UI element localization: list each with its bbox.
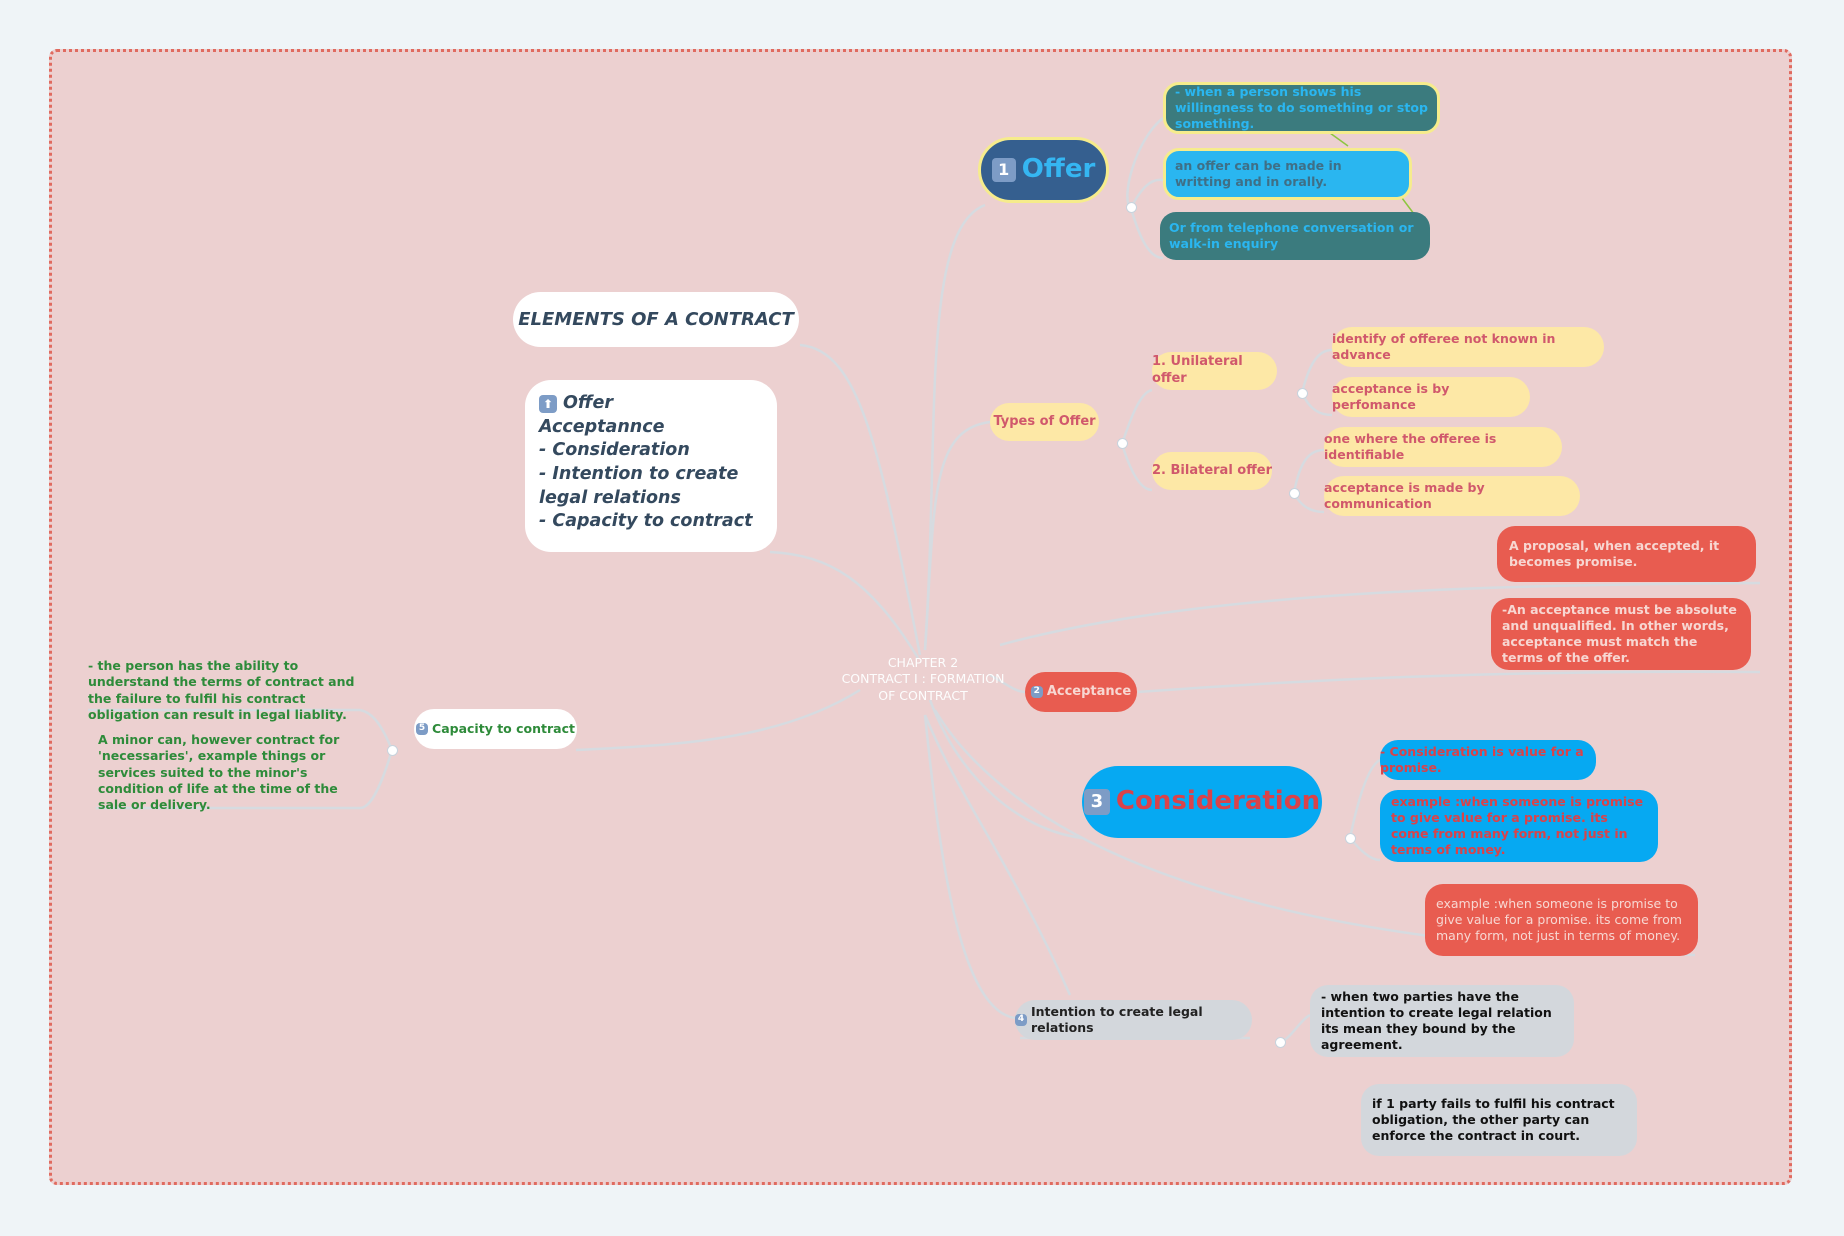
capacity-title: Capacity to contract — [432, 720, 575, 736]
unilateral-offer-topic[interactable]: 1. Unilateral offer — [1152, 352, 1277, 390]
bilateral-offer-title: 2. Bilateral offer — [1152, 462, 1272, 478]
unilateral-collapse-handle[interactable] — [1297, 388, 1308, 399]
elements-heading[interactable]: ELEMENTS OF A CONTRACT — [513, 292, 799, 347]
bilateral-point-1[interactable]: one where the offeree is identifiable — [1324, 427, 1562, 467]
elements-list[interactable]: ⬆ Offer Acceptannce - Consideration - In… — [525, 380, 777, 552]
consideration-detail-1-text: - Consideration is value for a promise. — [1380, 743, 1584, 775]
unilateral-offer-title: 1. Unilateral offer — [1152, 354, 1243, 386]
bilateral-offer-topic[interactable]: 2. Bilateral offer — [1152, 452, 1272, 490]
acceptance-detail-1[interactable]: A proposal, when accepted, it becomes pr… — [1497, 526, 1756, 582]
bilateral-point-2[interactable]: acceptance is made by communication — [1324, 476, 1580, 516]
offer-topic[interactable]: 1 Offer — [978, 137, 1109, 203]
acceptance-detail-1-text: A proposal, when accepted, it becomes pr… — [1509, 537, 1720, 569]
offer-detail-3[interactable]: Or from telephone conversation or walk-i… — [1160, 212, 1430, 260]
number-four-badge-icon: 4 — [1015, 1014, 1027, 1026]
number-two-badge-icon: 2 — [1030, 686, 1043, 698]
consideration-detail-1[interactable]: - Consideration is value for a promise. — [1380, 740, 1596, 780]
intention-detail-1-text: - when two parties have the intention to… — [1321, 988, 1552, 1053]
unilateral-point-2-text: acceptance is by perfomance — [1332, 380, 1450, 412]
types-of-offer-title: Types of Offer — [993, 413, 1096, 429]
bilateral-collapse-handle[interactable] — [1289, 488, 1300, 499]
offer-detail-3-text: Or from telephone conversation or walk-i… — [1169, 219, 1414, 251]
capacity-detail-2[interactable]: A minor can, however contract for 'neces… — [98, 732, 340, 812]
acceptance-title: Acceptance — [1046, 683, 1132, 699]
types-of-offer-topic[interactable]: Types of Offer — [990, 403, 1099, 441]
unilateral-point-2[interactable]: acceptance is by perfomance — [1332, 377, 1530, 417]
acceptance-detail-2-text: -An acceptance must be absolute and unqu… — [1502, 601, 1737, 666]
elements-list-line-3: - Consideration — [539, 440, 690, 461]
bilateral-point-2-text: acceptance is made by communication — [1324, 479, 1485, 511]
intention-detail-1[interactable]: - when two parties have the intention to… — [1310, 985, 1574, 1057]
types-collapse-handle[interactable] — [1117, 438, 1128, 449]
elements-list-line-2: Acceptannce — [539, 416, 665, 437]
offer-collapse-handle[interactable] — [1126, 202, 1137, 213]
elements-list-line-5: - Capacity to contract — [539, 511, 753, 532]
consideration-detail-2-text: example :when someone is promise to give… — [1391, 793, 1644, 858]
number-five-badge-icon: 5 — [416, 723, 429, 735]
consideration-topic[interactable]: 3 Consideration — [1082, 766, 1322, 838]
intention-detail-2-text: if 1 party fails to fulfil his contract … — [1372, 1095, 1615, 1144]
number-three-badge-icon: 3 — [1083, 789, 1110, 815]
offer-detail-1-text: - when a person shows his willingness to… — [1175, 83, 1428, 132]
capacity-collapse-handle[interactable] — [387, 745, 398, 756]
intention-title: Intention to create legal relations — [1031, 1003, 1203, 1035]
capacity-topic[interactable]: 5 Capacity to contract — [414, 709, 577, 749]
number-one-badge-icon: 1 — [991, 158, 1016, 182]
offer-detail-2[interactable]: an offer can be made in writting and in … — [1163, 148, 1412, 200]
consideration-collapse-handle[interactable] — [1345, 833, 1356, 844]
bilateral-point-1-text: one where the offeree is identifiable — [1324, 430, 1497, 462]
offer-title: Offer — [1021, 154, 1096, 185]
unilateral-point-1[interactable]: identify of offeree not known in advance — [1332, 327, 1604, 367]
elements-list-line-4: - Intention to create legal relations — [539, 463, 739, 508]
acceptance-topic[interactable]: 2 Acceptance — [1025, 672, 1137, 712]
acceptance-detail-2[interactable]: -An acceptance must be absolute and unqu… — [1491, 598, 1751, 670]
central-topic[interactable]: CHAPTER 2 CONTRACT I : FORMATION OF CONT… — [841, 655, 1005, 703]
intention-topic[interactable]: 4 Intention to create legal relations — [1015, 1000, 1252, 1040]
consideration-title: Consideration — [1115, 786, 1321, 817]
offer-detail-1[interactable]: - when a person shows his willingness to… — [1163, 82, 1440, 134]
offer-detail-2-text: an offer can be made in writting and in … — [1175, 157, 1342, 189]
intention-collapse-handle[interactable] — [1275, 1037, 1286, 1048]
intention-detail-2[interactable]: if 1 party fails to fulfil his contract … — [1361, 1084, 1637, 1156]
unilateral-point-1-text: identify of offeree not known in advance — [1332, 330, 1556, 362]
consideration-extra[interactable]: example :when someone is promise to give… — [1425, 884, 1698, 956]
consideration-detail-2[interactable]: example :when someone is promise to give… — [1380, 790, 1658, 862]
consideration-extra-text: example :when someone is promise to give… — [1436, 895, 1682, 944]
capacity-detail-1[interactable]: - the person has the ability to understa… — [88, 658, 355, 722]
elements-list-line-1: ⬆ Offer — [539, 392, 613, 416]
elements-heading-text: ELEMENTS OF A CONTRACT — [518, 308, 794, 330]
arrow-up-emoji-icon: ⬆ — [539, 394, 557, 413]
